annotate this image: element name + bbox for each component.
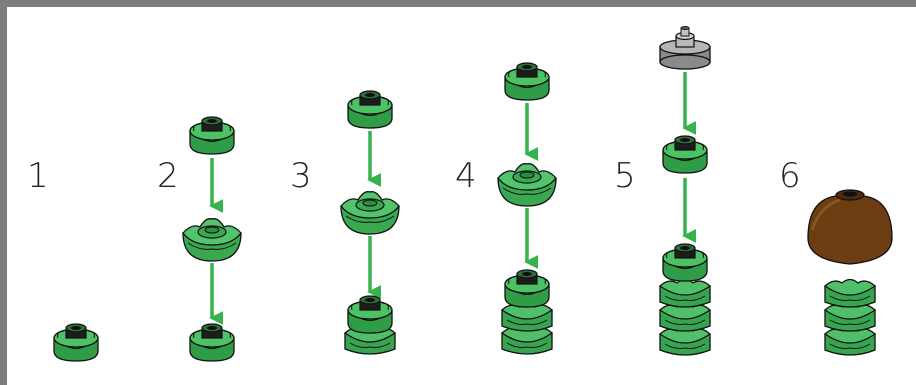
step-4-assembly [498, 63, 556, 354]
step-3-assembly [341, 91, 399, 354]
green-round-plate-icon [663, 136, 707, 173]
step-5-assembly [660, 26, 710, 355]
green-round-plate-icon [505, 63, 549, 100]
green-round-plate-icon [190, 117, 234, 154]
green-round-plate-icon [54, 324, 98, 361]
green-flower-plate-icon [498, 164, 556, 206]
green-flower-plate-icon [183, 219, 241, 261]
step-2-assembly [183, 117, 241, 361]
step-6-assembly [808, 190, 892, 355]
grey-round-cap-icon [660, 26, 710, 69]
green-flower-stack-icon [345, 296, 395, 354]
brown-dome-icon [808, 190, 892, 264]
step-1-assembly [54, 324, 98, 361]
green-flower-plate-icon [341, 192, 399, 234]
assembly-diagram [7, 7, 916, 385]
green-flower-stack-icon [660, 244, 710, 355]
green-round-plate-icon [348, 91, 392, 128]
green-flower-stack-icon [502, 270, 552, 354]
green-flower-stack-icon [825, 280, 875, 356]
green-round-plate-icon [190, 324, 234, 361]
instruction-canvas: 1 2 3 4 5 6 [7, 7, 916, 385]
